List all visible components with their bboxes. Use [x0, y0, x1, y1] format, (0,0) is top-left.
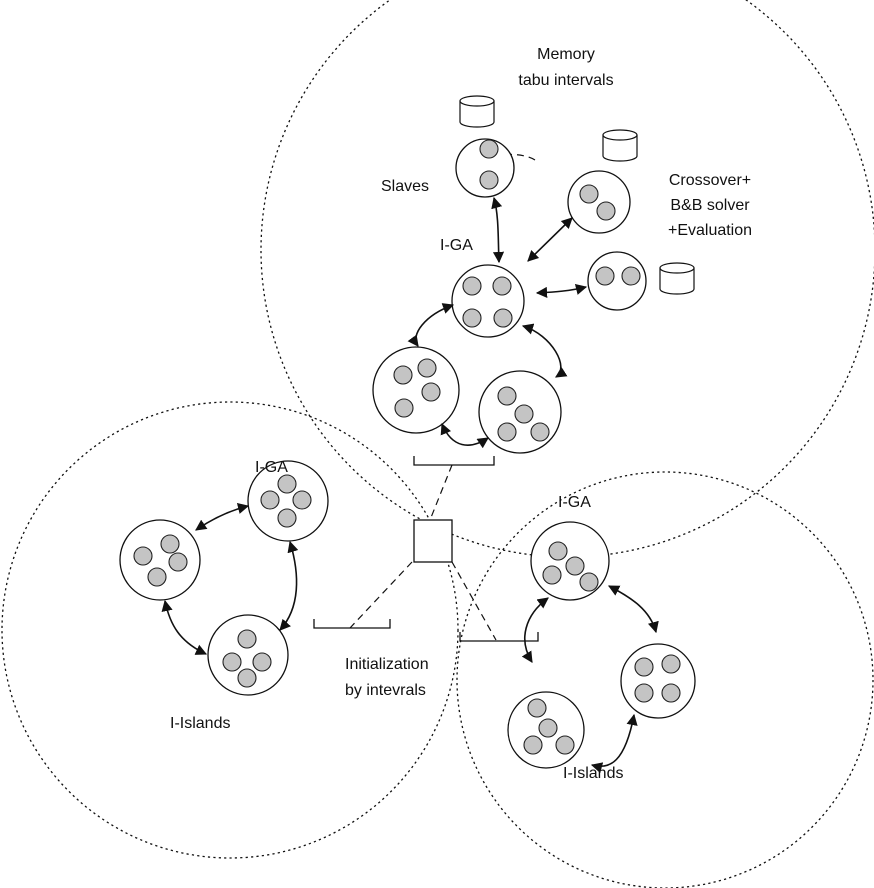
top-bracket	[413, 456, 495, 466]
right-island-node-2	[507, 691, 585, 769]
left-iga-node	[247, 460, 329, 542]
slave-node-3	[587, 251, 647, 311]
crossover-label: Crossover+	[669, 172, 751, 189]
arrow-left-iga-island2	[279, 540, 299, 631]
right-iga-label: I-GA	[558, 494, 591, 511]
hub-link-top	[429, 464, 453, 521]
top-island-node-1	[372, 346, 460, 434]
right-iga-node	[530, 521, 610, 601]
slaves-label: Slaves	[381, 178, 429, 195]
right-island-node-1	[620, 643, 696, 719]
arrow-right-island1-island2	[590, 713, 638, 774]
left-iga-label: I-GA	[255, 459, 288, 476]
by-intervals-label: by intevrals	[345, 682, 426, 699]
arrow-left-iga-island1	[195, 503, 250, 531]
slave-node-1	[455, 138, 515, 198]
hub-square	[413, 519, 453, 563]
left-bracket	[313, 619, 391, 629]
arrow-slave3-iga	[535, 284, 588, 299]
memory-database-icon-2	[602, 129, 638, 162]
initialization-label: Initialization	[345, 656, 429, 673]
right-bracket	[459, 632, 539, 642]
evaluation-label: +Evaluation	[668, 222, 752, 239]
left-island-node-1	[119, 519, 201, 601]
bb-solver-label: B&B solver	[670, 197, 750, 214]
arrow-iga-island2	[521, 323, 568, 378]
left-region-boundary	[1, 401, 459, 859]
arrow-right-iga-island2	[521, 597, 549, 663]
left-islands-label: I-Islands	[170, 715, 230, 732]
top-island-node-2	[478, 370, 562, 454]
memory-database-icon-3	[659, 262, 695, 295]
hub-link-right	[451, 561, 497, 641]
iga-master-node	[451, 264, 525, 338]
arrow-slave1-iga	[491, 196, 505, 264]
slave-node-2	[567, 170, 631, 234]
memory-label: Memory	[537, 46, 595, 63]
hub-link-left	[349, 561, 413, 629]
arrow-slave2-iga	[527, 217, 573, 262]
top-iga-label: I-GA	[440, 237, 473, 254]
tabu-intervals-label: tabu intervals	[518, 72, 613, 89]
right-region-boundary	[456, 471, 874, 888]
right-islands-label: I-Islands	[563, 765, 623, 782]
memory-database-icon-1	[459, 95, 495, 128]
arrow-right-iga-island1	[608, 585, 659, 634]
arrow-left-island1-island2	[161, 599, 208, 655]
arrow-iga-island1	[407, 303, 455, 347]
arrow-island1-island2	[440, 422, 489, 449]
left-island-node-2	[207, 614, 289, 696]
